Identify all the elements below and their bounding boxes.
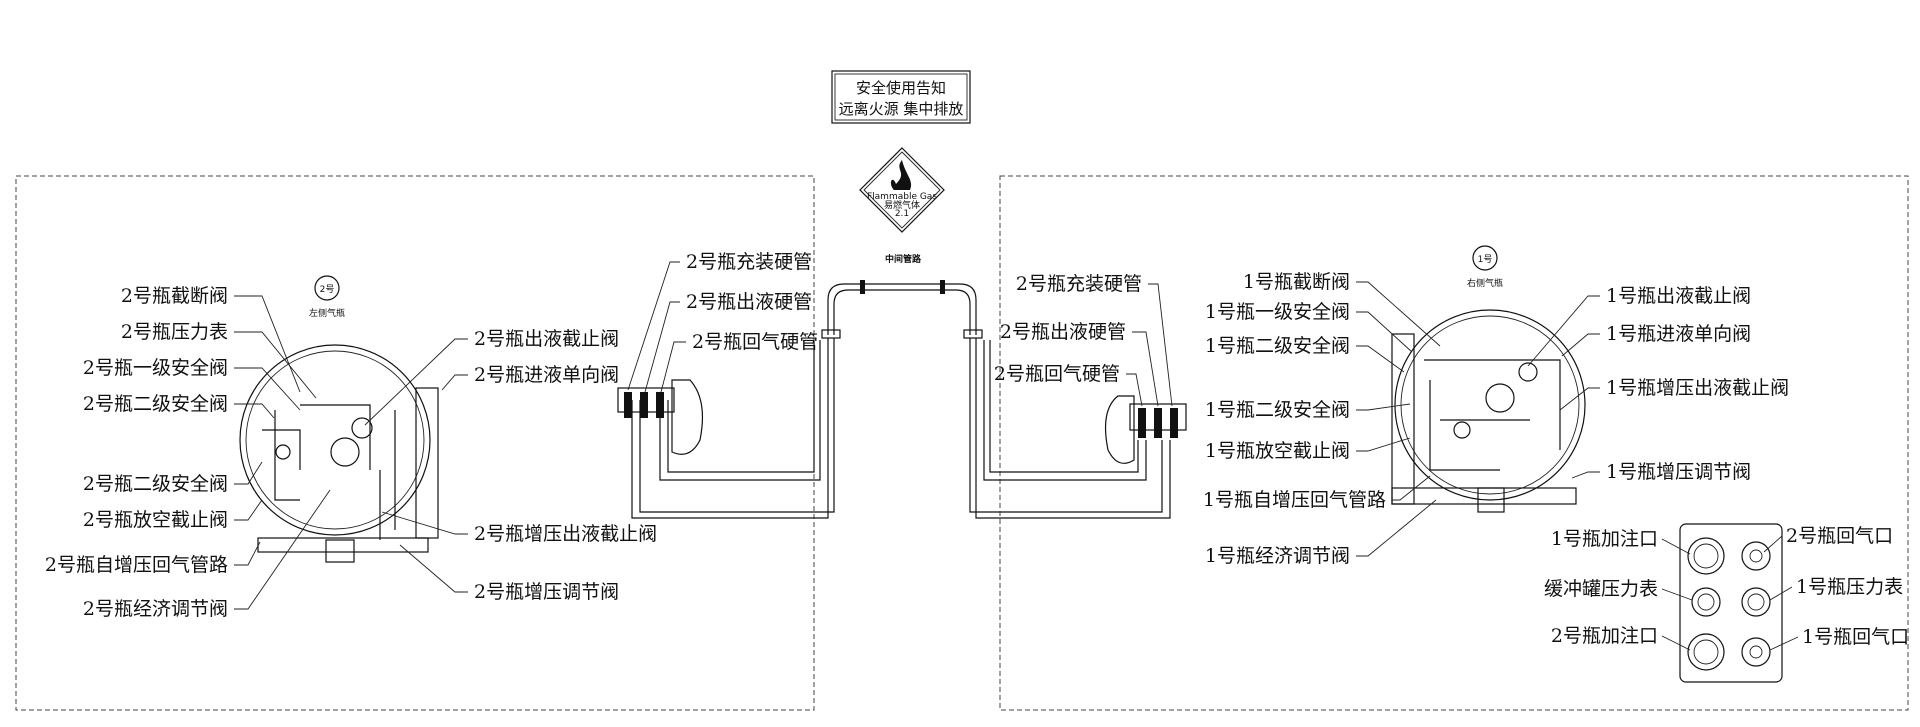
hose-l-fill: 2号瓶充装硬管: [686, 251, 812, 273]
label-l2-safety2a: 2号瓶二级安全阀: [83, 393, 228, 415]
port-r1-gauge: 1号瓶压力表: [1796, 576, 1903, 598]
left-hose-labels: 2号瓶充装硬管 2号瓶出液硬管 2号瓶回气硬管: [627, 251, 818, 393]
left-frame: [15, 175, 815, 711]
label-r1-boost-reg: 1号瓶增压调节阀: [1606, 461, 1751, 483]
port-l2-fill: 2号瓶加注口: [1551, 625, 1658, 647]
port-r1-return: 1号瓶回气口: [1802, 626, 1909, 648]
port-l1-fill: 1号瓶加注口: [1551, 528, 1658, 550]
middle-pipeline: [631, 280, 1171, 519]
label-l2-vent: 2号瓶放空截止阀: [83, 509, 228, 531]
right-sublabel: 右侧气瓶: [1467, 277, 1503, 289]
notice-line-2: 远离火源 集中排放: [839, 100, 964, 118]
label-l2-cutoff: 2号瓶截断阀: [121, 285, 228, 307]
hazard-en-text: Flammable Gas: [867, 192, 937, 202]
port-panel-labels: 1号瓶加注口 缓冲罐压力表 2号瓶加注口 2号瓶回气口 1号瓶压力表 1号瓶回气…: [1544, 525, 1909, 651]
left-sublabel: 左侧气瓶: [309, 307, 345, 319]
label-r1-vent: 1号瓶放空截止阀: [1205, 440, 1350, 462]
label-r1-econ: 1号瓶经济调节阀: [1205, 545, 1350, 567]
hose-r-return: 2号瓶回气硬管: [994, 363, 1120, 385]
label-r1-return: 1号瓶自增压回气管路: [1203, 489, 1386, 511]
left-tank-left-labels: 2号瓶截断阀 2号瓶压力表 2号瓶一级安全阀 2号瓶二级安全阀 2号瓶二级安全阀…: [45, 285, 331, 620]
fill-port-panel: [1679, 523, 1783, 683]
label-l2-check: 2号瓶进液单向阀: [474, 364, 619, 386]
hose-l-return: 2号瓶回气硬管: [692, 331, 818, 353]
label-r1-check: 1号瓶进液单向阀: [1606, 323, 1751, 345]
label-l2-safety1: 2号瓶一级安全阀: [83, 357, 228, 379]
left-cylinder-badge: 2号 左侧气瓶: [309, 275, 345, 319]
left-tank-right-labels: 2号瓶出液截止阀 2号瓶进液单向阀 2号瓶增压出液截止阀 2号瓶增压调节阀: [364, 328, 657, 603]
left-badge-text: 2号: [320, 284, 335, 295]
label-l2-safety2b: 2号瓶二级安全阀: [83, 473, 228, 495]
left-hose-connector: [617, 379, 704, 455]
right-cylinder-1: [1391, 309, 1586, 513]
label-r1-boost-out: 1号瓶增压出液截止阀: [1606, 377, 1789, 399]
hose-r-fill: 2号瓶充装硬管: [1016, 273, 1142, 295]
label-l2-gauge: 2号瓶压力表: [121, 321, 228, 343]
right-hose-labels: 2号瓶充装硬管 2号瓶出液硬管 2号瓶回气硬管: [994, 273, 1173, 407]
right-badge-text: 1号: [1478, 254, 1493, 265]
hazard-cn-text: 易燃气体: [884, 199, 920, 211]
middle-pipe-label: 中间管路: [885, 253, 922, 265]
port-r2-return: 2号瓶回气口: [1786, 525, 1893, 547]
label-l2-return: 2号瓶自增压回气管路: [45, 554, 228, 576]
label-r1-safety2a: 1号瓶二级安全阀: [1205, 335, 1350, 357]
port-buffer-gauge: 缓冲罐压力表: [1544, 578, 1658, 600]
hose-r-outlet: 2号瓶出液硬管: [1000, 321, 1126, 343]
hazard-class-text: 2.1: [895, 209, 909, 219]
safety-notice: 安全使用告知 远离火源 集中排放: [831, 70, 971, 124]
label-r1-outlet: 1号瓶出液截止阀: [1606, 285, 1751, 307]
right-tank-right-labels: 1号瓶出液截止阀 1号瓶进液单向阀 1号瓶增压出液截止阀 1号瓶增压调节阀: [1527, 285, 1789, 483]
right-cylinder-badge: 1号 右侧气瓶: [1467, 245, 1503, 289]
label-r1-safety1: 1号瓶一级安全阀: [1205, 301, 1350, 323]
flammable-gas-hazard-icon: Flammable Gas 易燃气体 2.1: [859, 147, 945, 233]
label-l2-outlet: 2号瓶出液截止阀: [474, 328, 619, 350]
right-frame: [999, 175, 1909, 711]
label-l2-econ: 2号瓶经济调节阀: [83, 598, 228, 620]
right-tank-left-labels: 1号瓶截断阀 1号瓶一级安全阀 1号瓶二级安全阀 1号瓶二级安全阀 1号瓶放空截…: [1203, 271, 1441, 567]
notice-line-1: 安全使用告知: [856, 79, 946, 97]
label-r1-cutoff: 1号瓶截断阀: [1243, 271, 1350, 293]
left-cylinder-2: [239, 344, 439, 563]
hose-l-outlet: 2号瓶出液硬管: [686, 291, 812, 313]
label-r1-safety2b: 1号瓶二级安全阀: [1205, 399, 1350, 421]
label-l2-boost-reg: 2号瓶增压调节阀: [474, 581, 619, 603]
label-l2-boost-out: 2号瓶增压出液截止阀: [474, 523, 657, 545]
